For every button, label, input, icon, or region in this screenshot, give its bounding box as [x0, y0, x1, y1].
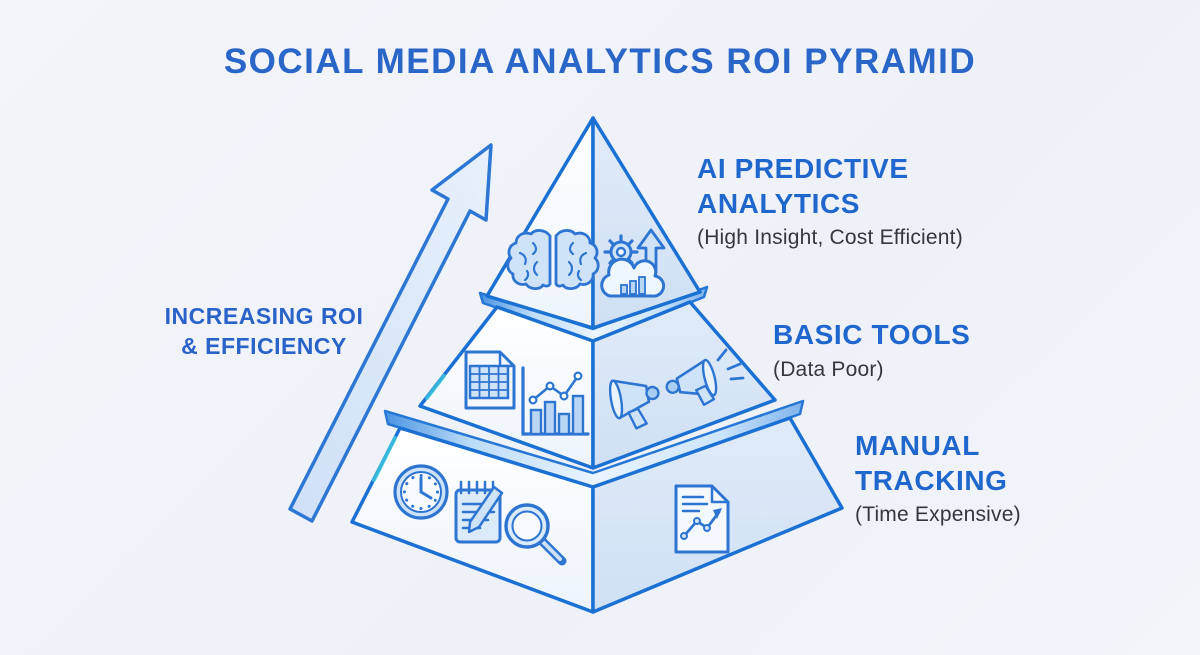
tier-middle-heading: BASIC TOOLS — [773, 319, 971, 350]
tier-top-subtitle: (High Insight, Cost Efficient) — [697, 226, 963, 250]
megaphone-announce-icon — [665, 348, 745, 406]
tier-top-left-face — [485, 116, 595, 330]
notepad-pencil-icon — [454, 480, 504, 544]
roi-arrow-label: INCREASING ROI & EFFICIENCY — [138, 301, 390, 362]
growth-arrow — [288, 143, 493, 523]
tier-middle-subtitle: (Data Poor) — [773, 357, 884, 381]
bar-trend-chart-icon — [521, 366, 590, 436]
report-chart-icon — [674, 484, 730, 554]
tier-bottom-heading-line1: MANUAL — [855, 430, 980, 461]
tier-bottom-subtitle: (Time Expensive) — [855, 503, 1021, 527]
spreadsheet-icon — [464, 350, 516, 410]
magnifier-icon — [504, 503, 567, 566]
ai-cloud-analytics-icon — [600, 228, 666, 298]
tier-top-label: AI PREDICTIVE ANALYTICS (High Insight, C… — [697, 152, 963, 250]
tier-bottom-heading-line2: TRACKING — [855, 464, 1008, 496]
clock-icon — [393, 464, 449, 520]
tier-middle-label: BASIC TOOLS (Data Poor) — [773, 318, 970, 382]
roi-label-line2: & EFFICIENCY — [181, 333, 347, 360]
tier-top-heading-line1: AI PREDICTIVE — [697, 153, 909, 184]
cyan-accent — [372, 436, 397, 482]
tier-top-heading-line2: ANALYTICS — [697, 187, 861, 219]
cyan-accent — [425, 374, 446, 400]
tier-bottom-label: MANUAL TRACKING (Time Expensive) — [855, 429, 1021, 527]
page-title: SOCIAL MEDIA ANALYTICS ROI PYRAMID — [223, 42, 977, 81]
roi-label-line1: INCREASING ROI — [164, 303, 364, 329]
megaphone-icon — [608, 379, 660, 430]
